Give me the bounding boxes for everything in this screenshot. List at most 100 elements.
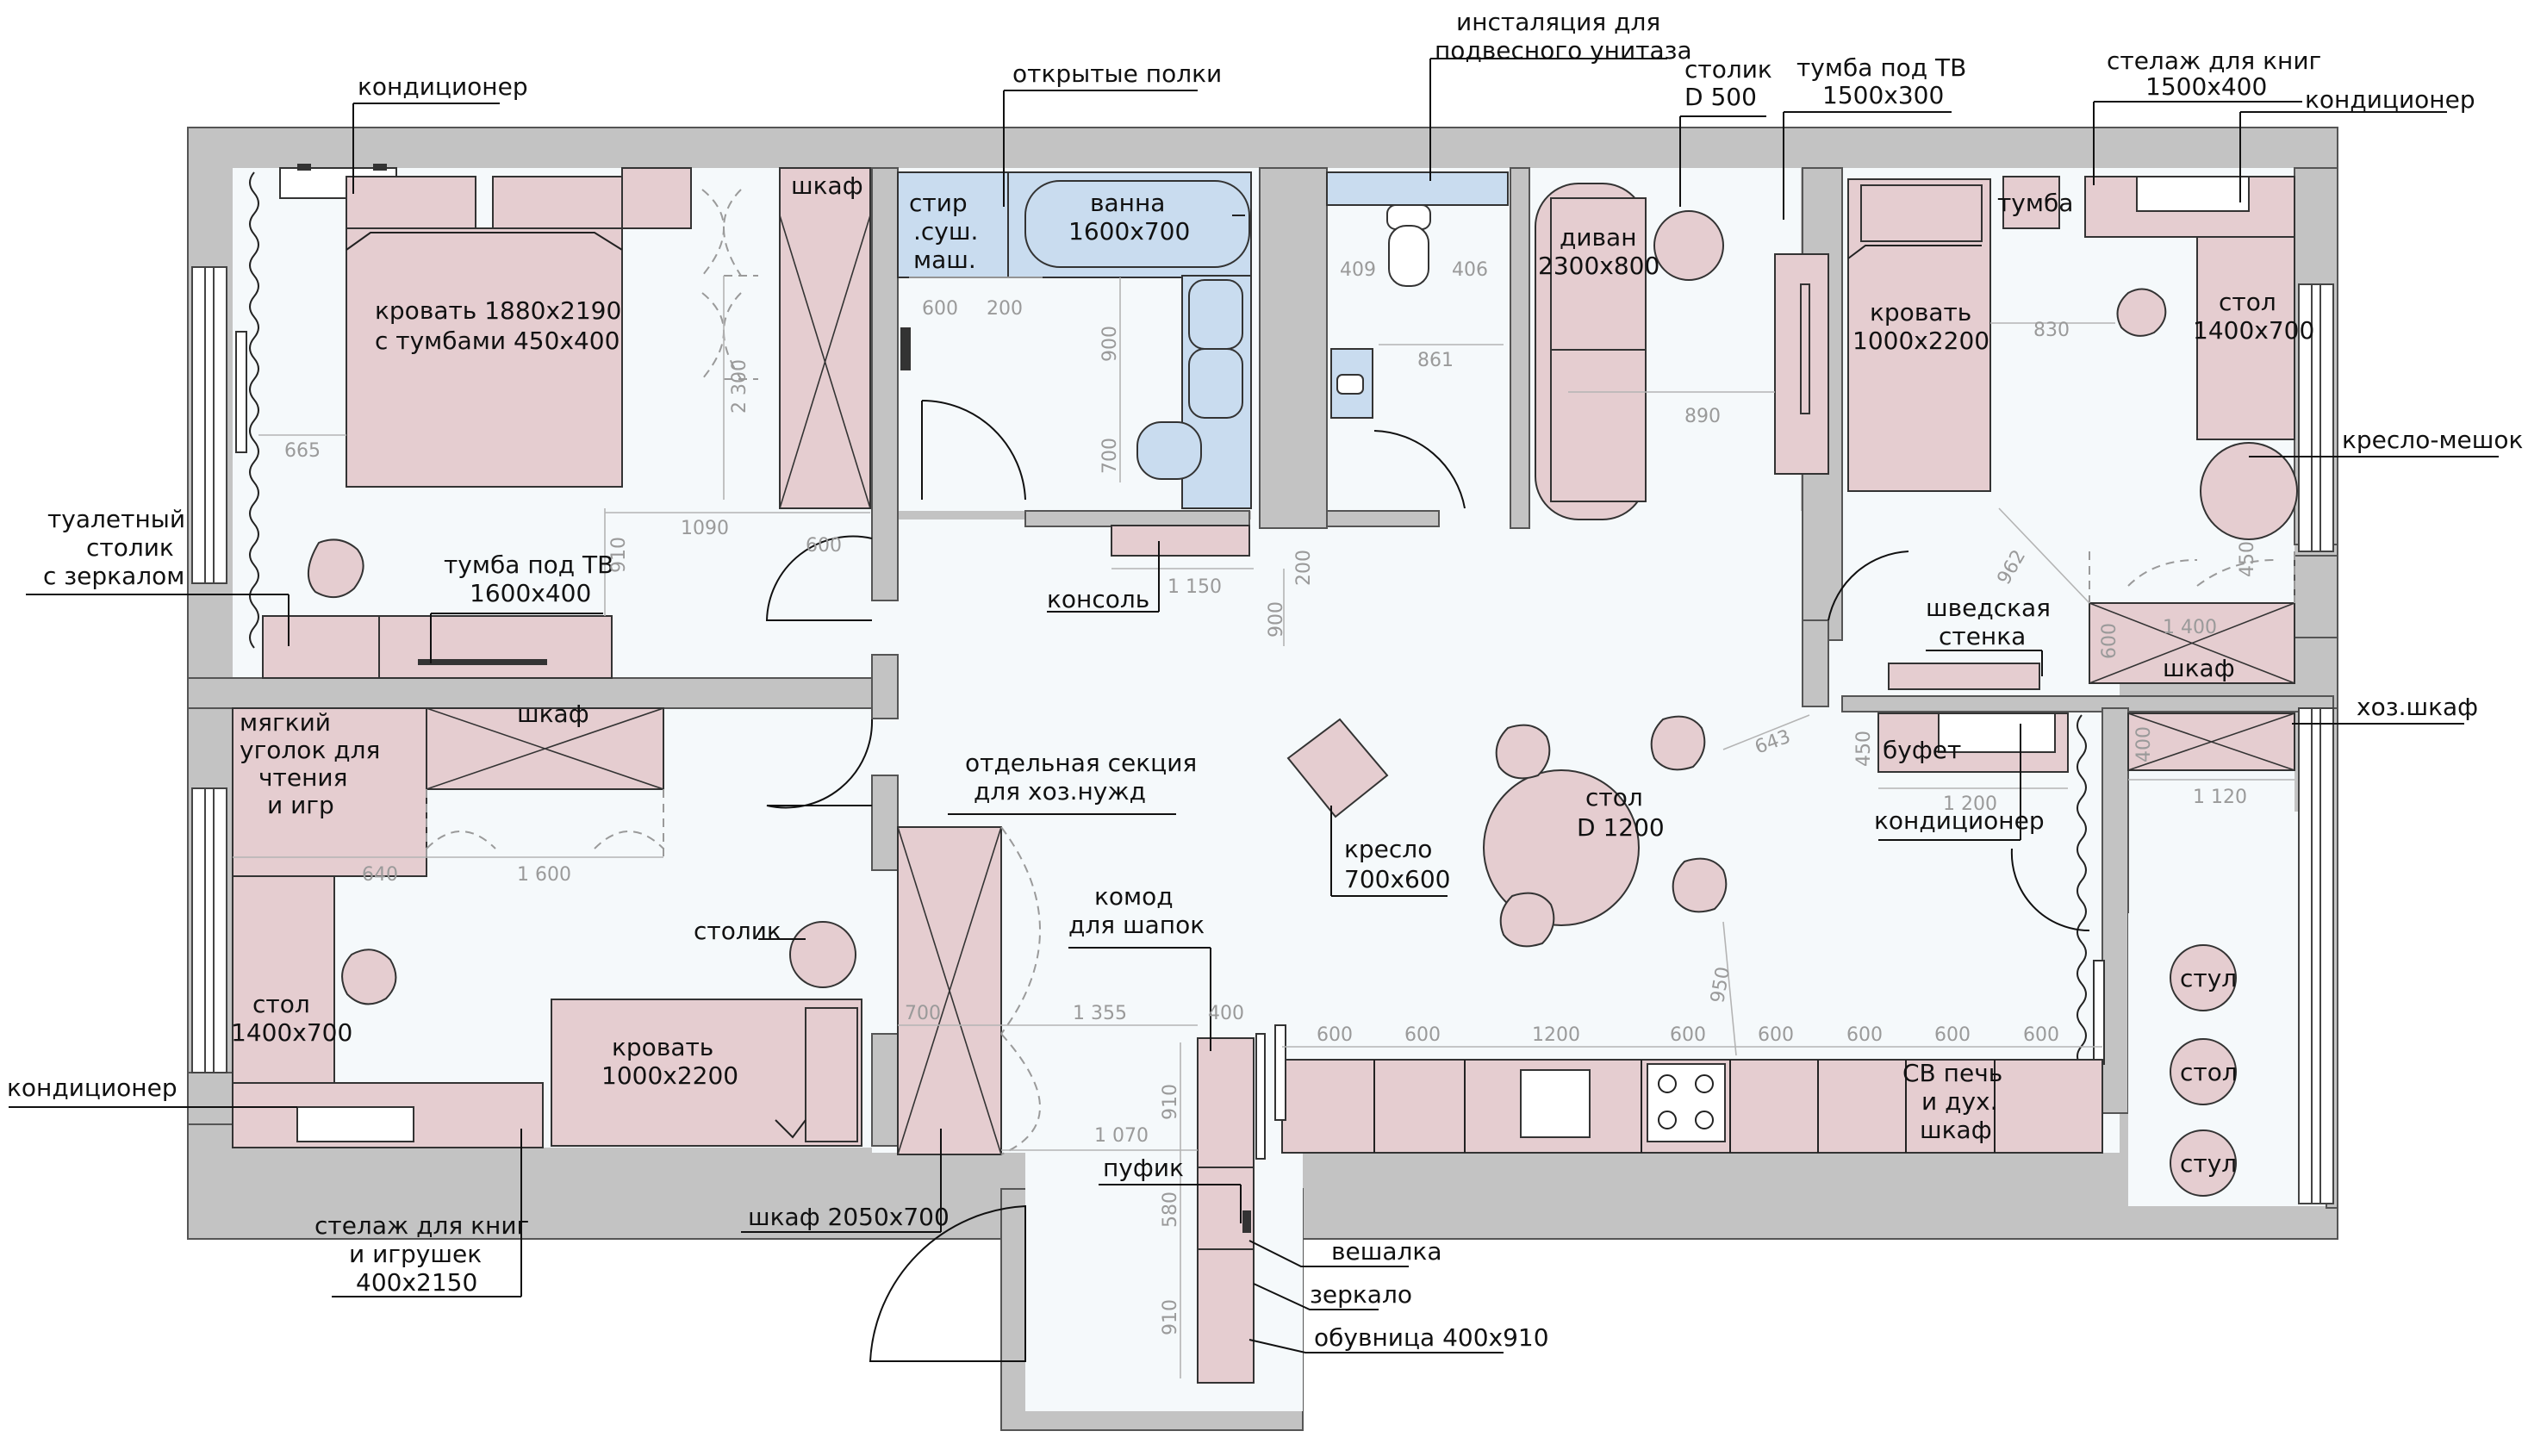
- dim-861: 861: [1417, 350, 1454, 371]
- console-label: консоль: [1047, 585, 1149, 613]
- dim-450a: 450: [2237, 541, 2258, 577]
- dim-600b: 600: [922, 298, 958, 320]
- dim-1090: 1090: [681, 518, 729, 539]
- dim-580: 580: [1160, 1192, 1181, 1228]
- master-bedroom: [262, 164, 871, 679]
- dim-910b: 910: [1160, 1084, 1181, 1120]
- reading-label-3: чтения: [258, 763, 347, 792]
- bed-right-label-1: кровать: [1870, 298, 1971, 327]
- washer-label-2: .суш.: [913, 217, 978, 246]
- tv-stand-bed-label-2: 1600х400: [470, 579, 591, 607]
- bed-kids-label-2: 1000х2200: [601, 1061, 738, 1090]
- radiator-left: [235, 331, 247, 453]
- dim-kitchen-5: 600: [1758, 1024, 1794, 1046]
- bookshelf-right-label-1: стелаж для книг: [2107, 47, 2321, 75]
- dim-kitchen-7: 600: [1934, 1024, 1971, 1046]
- utility-section-label-1: отдельная секция: [965, 749, 1197, 777]
- dim-910a: 910: [608, 537, 630, 573]
- dim-900b: 900: [1266, 601, 1287, 638]
- dim-400b: 400: [1208, 1003, 1244, 1024]
- dim-kitchen-3: 1200: [1532, 1024, 1580, 1046]
- dim-450b: 450: [1853, 731, 1875, 767]
- vanity-label-3: с зеркалом: [43, 562, 184, 590]
- doors: [765, 399, 2090, 1362]
- shoe-rack-label: обувница 400х910: [1314, 1323, 1549, 1352]
- dim-kitchen-8: 600: [2023, 1024, 2059, 1046]
- dim-kitchen-6: 600: [1846, 1024, 1883, 1046]
- dim-640: 640: [362, 864, 398, 886]
- washer-label-3: маш.: [913, 246, 976, 274]
- coffee-table-label-2: D 500: [1684, 83, 1757, 111]
- dim-kitchen-1: 600: [1317, 1024, 1353, 1046]
- wardrobe-bedroom-label: шкаф: [791, 171, 863, 200]
- toilet-install-label-1: инсталяция для: [1456, 8, 1660, 36]
- small-table-label: столик: [694, 917, 781, 945]
- sofa-label-2: 2300х800: [1538, 252, 1659, 280]
- microwave-label-2: и дух.: [1921, 1087, 1998, 1116]
- dimension-texts: 665 2 300 1090 600 910 600 200 900 700 1…: [284, 259, 2258, 1335]
- dim-900a: 900: [1099, 326, 1121, 362]
- dim-1355: 1 355: [1073, 1003, 1127, 1024]
- balcony-table-label: стол: [2180, 1058, 2238, 1086]
- radiator-right: [2093, 960, 2105, 1065]
- leader-lines: [9, 58, 2499, 1353]
- dining-table-label-2: D 1200: [1577, 813, 1665, 842]
- beanbag-label: кресло-мешок: [2342, 426, 2523, 454]
- bookshelf-left-label-3: 400х2150: [356, 1268, 477, 1297]
- vanity-label-2: столик: [86, 533, 174, 562]
- microwave-label-3: шкаф: [1920, 1116, 1992, 1144]
- bath-label-1: ванна: [1090, 189, 1165, 217]
- bed-main-label-2: с тумбами 450х400: [375, 327, 620, 355]
- microwave-label-1: СВ печь: [1902, 1059, 2002, 1087]
- dim-1150: 1 150: [1167, 576, 1222, 598]
- desk-right-label-1: стол: [2219, 288, 2276, 316]
- tv-stand-bed-label-1: тумба под ТВ: [444, 551, 613, 579]
- dim-700b: 700: [905, 1003, 941, 1024]
- buffet-label: буфет: [1883, 736, 1961, 764]
- hanger-label: вешалка: [1331, 1237, 1441, 1266]
- dim-kitchen-4: 600: [1670, 1024, 1706, 1046]
- wc: [1326, 171, 1509, 419]
- tv-stand-living-label-2: 1500х300: [1822, 81, 1944, 109]
- bath-label-2: 1600х700: [1068, 217, 1190, 246]
- curtain-left: [249, 171, 259, 649]
- dim-665: 665: [284, 440, 321, 462]
- dim-600a: 600: [806, 535, 842, 557]
- utility-cabinet-label: хоз.шкаф: [2357, 693, 2478, 721]
- balcony: [2128, 913, 2292, 1206]
- right-bedroom: [1847, 176, 2298, 690]
- open-shelves-label: открытые полки: [1012, 59, 1222, 88]
- curtain-right: [2077, 714, 2087, 1109]
- kids-room: [232, 707, 862, 1148]
- bookshelf-left-label-2: и игрушек: [349, 1240, 482, 1268]
- living-area: [1535, 183, 1829, 520]
- armchair-label-2: 700х600: [1344, 865, 1450, 893]
- dim-kitchen-2: 600: [1404, 1024, 1441, 1046]
- dim-890: 890: [1684, 406, 1721, 427]
- wall-bars-label-2: стенка: [1939, 622, 2026, 650]
- dim-2300: 2 300: [729, 359, 750, 414]
- washer-label-1: стир: [909, 189, 968, 217]
- desk-right-label-2: 1400х700: [2193, 316, 2314, 345]
- dim-400a: 400: [2133, 726, 2155, 762]
- dim-700a: 700: [1099, 438, 1121, 474]
- labels: кондиционер открытые полки инсталяция дл…: [7, 8, 2523, 1352]
- dim-1600: 1 600: [517, 864, 571, 886]
- dim-409: 409: [1340, 259, 1376, 281]
- dim-200b: 200: [1293, 550, 1315, 586]
- dim-910c: 910: [1160, 1299, 1181, 1335]
- dim-406: 406: [1452, 259, 1488, 281]
- reading-label-4: и игр: [267, 791, 334, 819]
- dim-1070: 1 070: [1094, 1125, 1149, 1147]
- ac-label-right: кондиционер: [2305, 85, 2475, 114]
- toilet-install-label-2: подвесного унитаза: [1435, 36, 1692, 65]
- bed-main-label-1: кровать 1880х2190: [375, 296, 621, 325]
- dim-830: 830: [2033, 320, 2070, 341]
- wardrobe-right-label: шкаф: [2163, 654, 2235, 682]
- sofa-label-1: диван: [1560, 223, 1637, 252]
- armchair-label-1: кресло: [1344, 835, 1432, 863]
- bathroom: [897, 171, 1252, 509]
- wall-bars-label-1: шведская: [1926, 594, 2051, 622]
- wardrobe-hall-label: шкаф 2050х700: [748, 1203, 950, 1231]
